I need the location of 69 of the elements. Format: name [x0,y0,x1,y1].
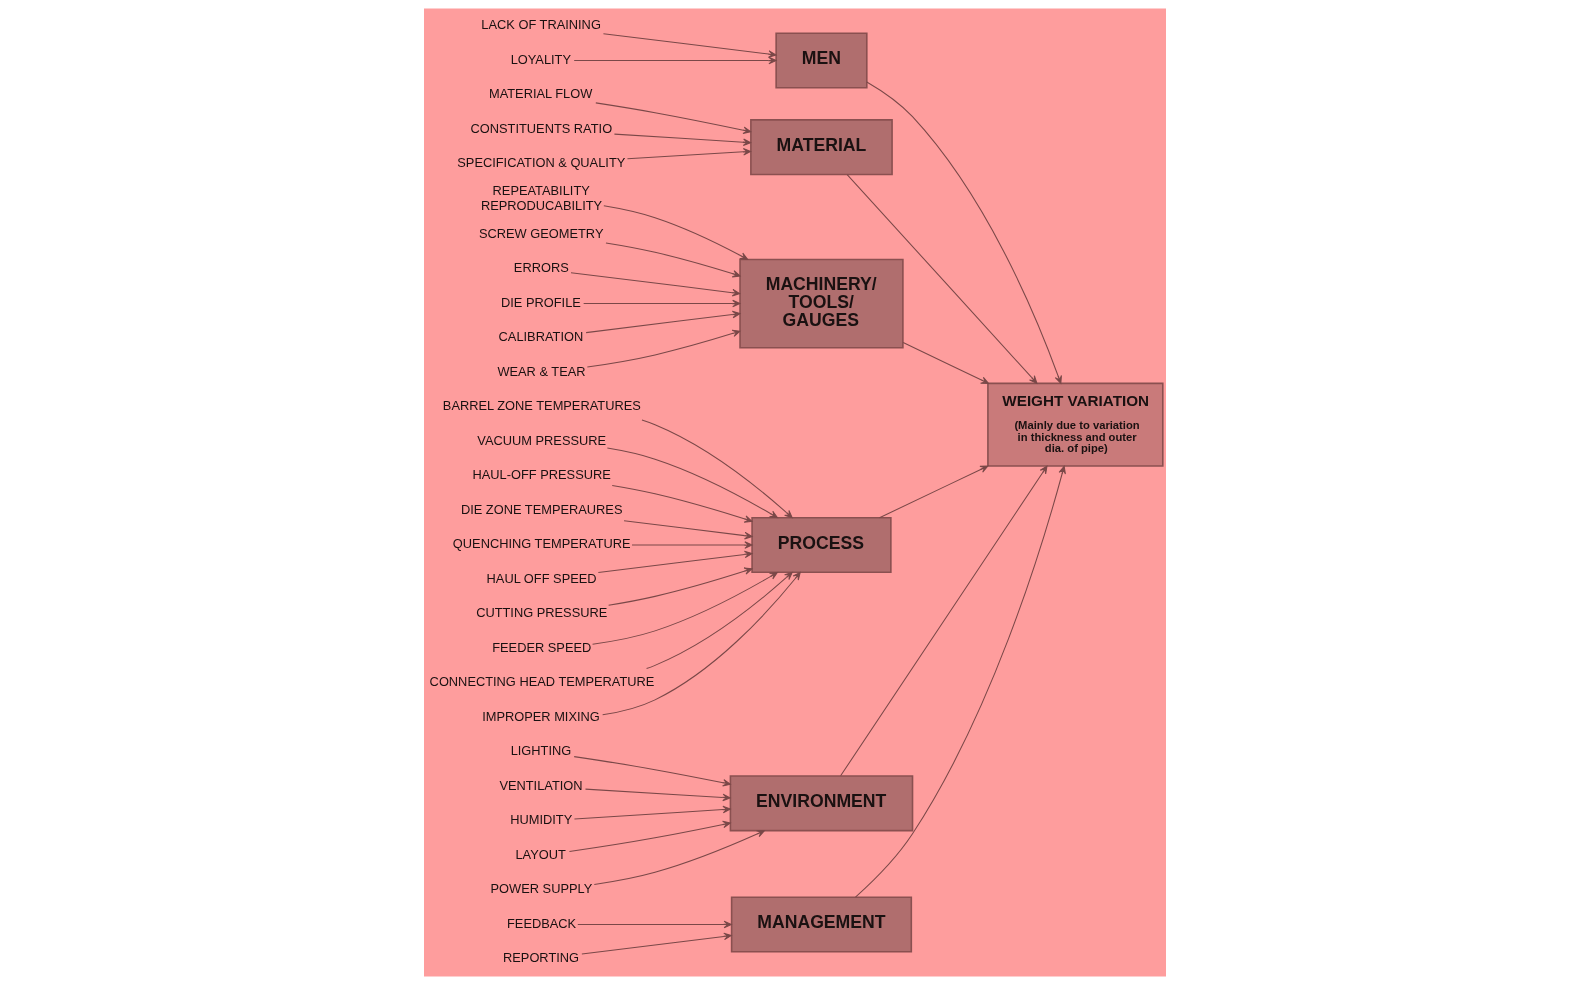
node-box: MACHINERY/ TOOLS/ GAUGES [738,258,904,349]
node-box: PROCESS [750,516,892,574]
arrow [839,465,1047,777]
arrow [613,133,751,147]
arrow [878,465,988,519]
arrow [573,756,731,787]
arrow [602,205,748,260]
node-text: IMPROPER MIXING [481,708,600,724]
node-text: REPEATABILITY REPRODUCABILITY [480,183,602,213]
arrow [606,447,778,519]
arrow [573,56,777,65]
node-text: LIGHTING [510,743,571,759]
node-text: QUENCHING TEMPERATURE [452,536,631,552]
node-text: FEEDER SPEED [491,639,591,655]
node-box: MANAGEMENT [730,896,912,953]
arrow [631,541,753,549]
node-box: MEN [774,32,868,89]
arrow [601,571,801,716]
node-text: CUTTING PRESSURE [475,605,607,621]
arrow [611,484,752,523]
node-text: SPECIFICATION & QUALITY [456,155,625,171]
arrow [865,81,1062,384]
arrow [846,174,1037,384]
node-text: CONSTITUENTS RATIO [470,120,612,136]
arrow [585,310,740,334]
node-text: FEEDBACK [506,915,576,931]
arrow [582,299,740,308]
arrow [591,571,778,645]
node-text: ERRORS [513,260,569,276]
node-text: VENTILATION [498,777,583,793]
node-text: LOYALITY [510,51,571,67]
node-box: MATERIAL [749,119,893,176]
node-text: POWER SUPPLY [490,881,592,897]
arrow [569,272,740,297]
node-text: LAYOUT [514,846,566,862]
node-text: DIE PROFILE [500,294,581,310]
arrow [586,329,741,368]
arrow [607,567,752,606]
node-text: HAUL OFF SPEED [486,570,597,586]
node-text: CALIBRATION [498,329,583,345]
arrow [602,33,776,58]
arrow [604,242,741,278]
arrow [573,805,731,820]
node-text: BARREL ZONE TEMPERATURES [442,398,641,414]
node-text: CONNECTING HEAD TEMPERATURE [429,674,654,690]
node-box: ENVIRONMENT [729,775,913,832]
arrow [623,520,753,540]
node-text: SCREW GEOMETRY [478,225,603,241]
arrow [580,932,732,955]
node-text: HUMIDITY [509,812,572,828]
arrow [854,465,1066,898]
arrow [584,788,731,802]
arrow [626,148,751,160]
arrow [645,571,793,670]
arrow [902,341,989,384]
node-text: LACK OF TRAINING [480,17,601,33]
node-box: WEIGHT VARIATION (Mainly due to variation in thickness and outer dia. of pipe) [986,382,1164,467]
arrow [594,102,751,134]
arrow [593,830,765,885]
node-text: VACUUM PRESSURE [476,432,606,448]
node-text: MATERIAL FLOW [488,86,592,102]
arrow [640,419,793,519]
arrow [576,920,732,929]
node-text: DIE ZONE TEMPERAURES [460,501,622,517]
arrow [597,550,753,574]
node-text: REPORTING [502,950,579,966]
node-text: HAUL-OFF PRESSURE [472,467,611,483]
arrow [568,820,731,853]
node-text: WEAR & TEAR [496,363,586,379]
